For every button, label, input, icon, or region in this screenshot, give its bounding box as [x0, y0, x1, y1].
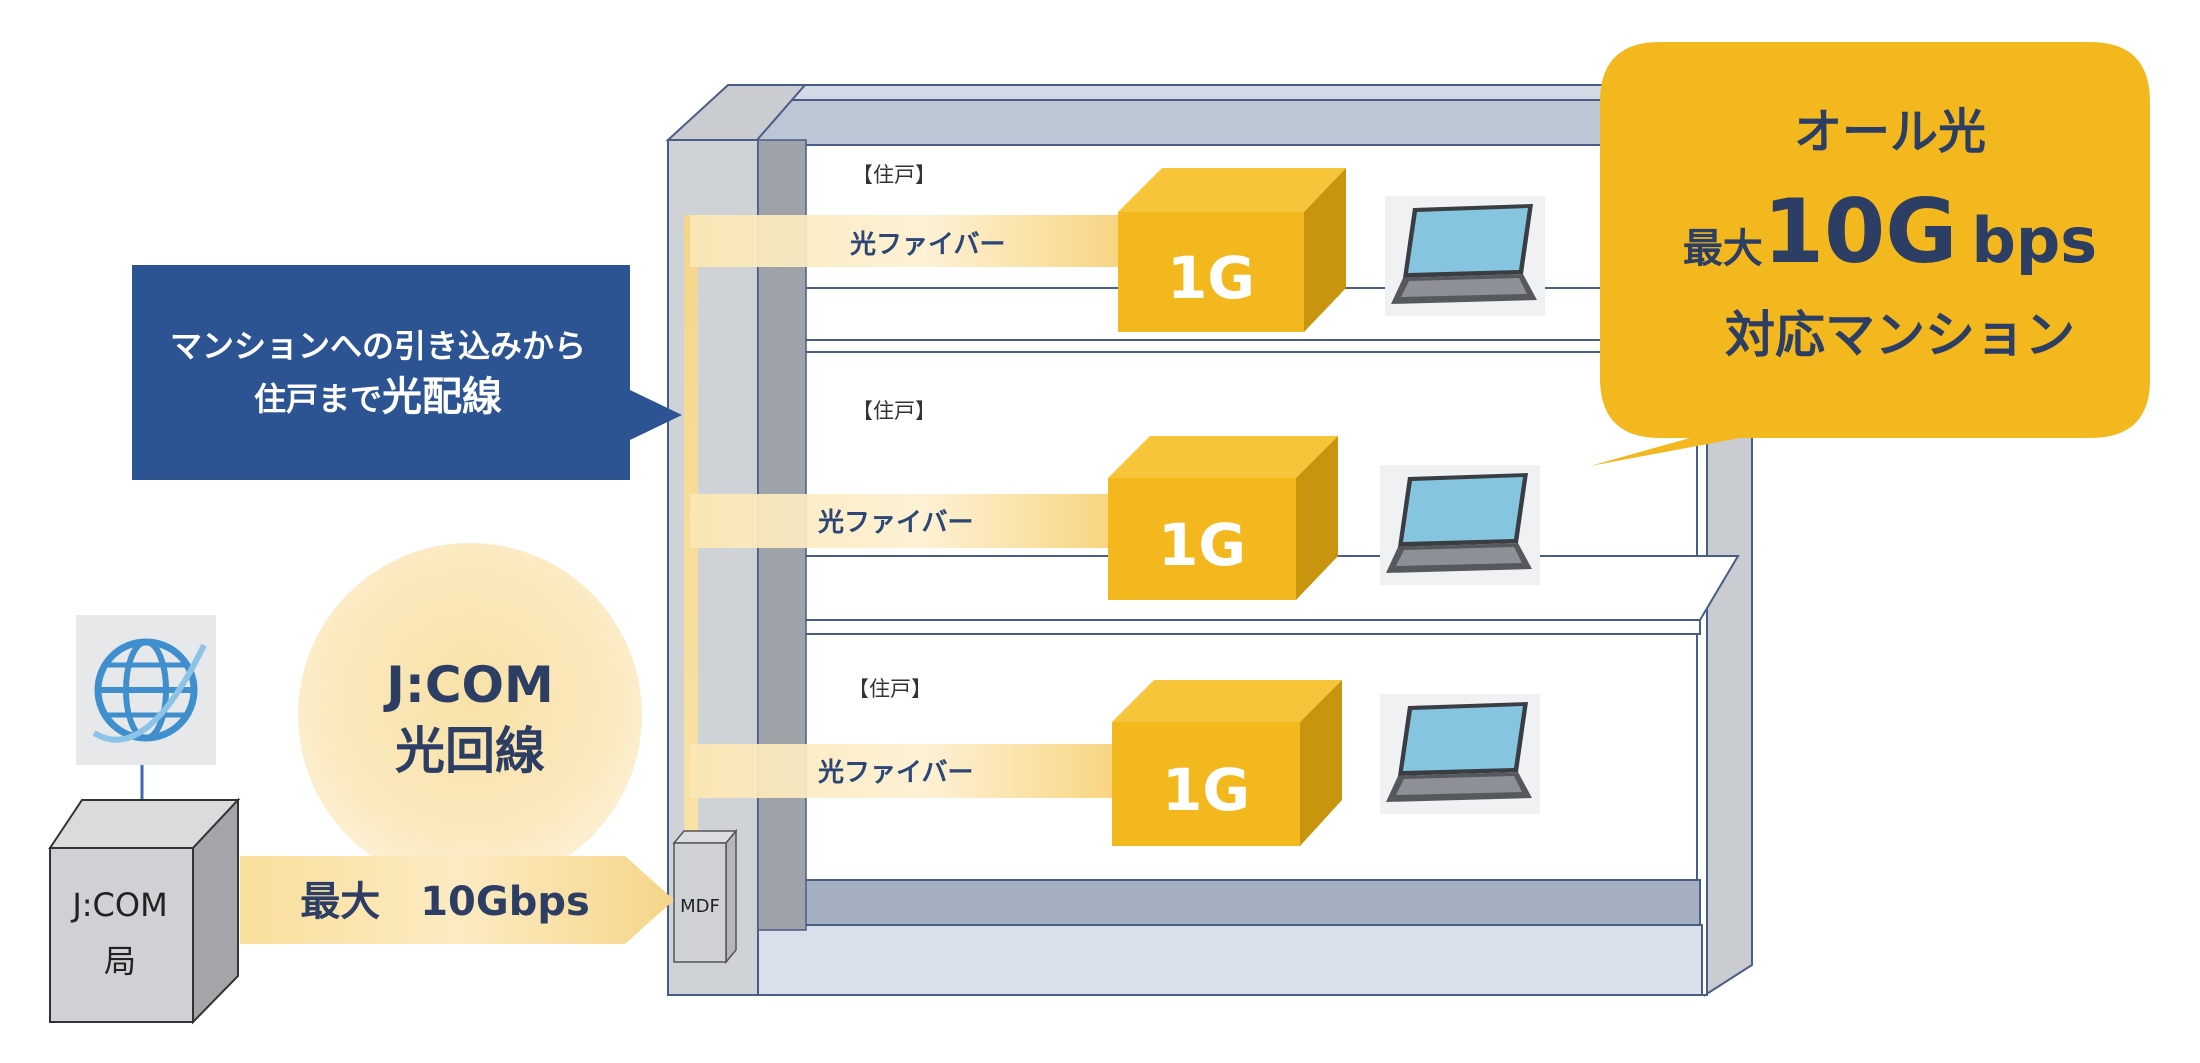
laptop-icon [1385, 196, 1545, 316]
unit-label: 【住戸】 [848, 677, 932, 701]
floor-unit-3: 【住戸】 光ファイバー 1G [690, 677, 1540, 846]
fiber-label: 光ファイバー [817, 758, 973, 788]
speed-label: 1G [1158, 511, 1246, 579]
onu-box-1g: 1G [1118, 168, 1346, 332]
fiber-line [690, 744, 1115, 798]
station-line-2: 局 [104, 942, 136, 980]
mdf-label: MDF [680, 896, 720, 917]
laptop-icon [1380, 694, 1540, 814]
fiber-label: 光ファイバー [849, 230, 1005, 260]
ground-slab [756, 879, 1703, 996]
fiber-line [690, 215, 1120, 267]
unit-label: 【住戸】 [852, 163, 936, 187]
roof-slab-front [756, 99, 1708, 146]
speed-label: 1G [1162, 756, 1250, 824]
callout-line-1: オール光 [1794, 104, 1986, 160]
fiber-label: 光ファイバー [817, 508, 973, 538]
jcom-station-box: J:COM 局 [48, 797, 241, 1025]
circle-line-2: 光回線 [395, 722, 545, 780]
mdf-box: MDF [672, 828, 738, 965]
circle-line-1: J:COM [383, 656, 554, 714]
trunk-label: 最大 10Gbps [300, 879, 590, 925]
fiber-wiring-callout: マンションへの引き込みから 住戸まで光配線 [132, 265, 682, 480]
callout-line-2: 住戸まで光配線 [254, 374, 502, 420]
trunk-arrow: 最大 10Gbps [240, 856, 674, 944]
station-line-1: J:COM [70, 886, 167, 924]
floor-unit-1: 【住戸】 光ファイバー 1G [690, 163, 1545, 332]
callout-line-3: 対応マンション [1725, 306, 2075, 364]
onu-box-1g: 1G [1112, 680, 1342, 846]
jcom-fiber-circle: J:COM 光回線 [298, 543, 642, 887]
laptop-icon [1380, 465, 1540, 585]
unit-label: 【住戸】 [852, 399, 936, 423]
globe-icon [76, 615, 216, 765]
onu-box-1g: 1G [1108, 436, 1338, 600]
callout-line-1: マンションへの引き込みから [170, 327, 586, 365]
fiber-line [690, 494, 1110, 548]
speed-label: 1G [1167, 244, 1255, 312]
floor-unit-2: 【住戸】 光ファイバー 1G [690, 399, 1540, 600]
